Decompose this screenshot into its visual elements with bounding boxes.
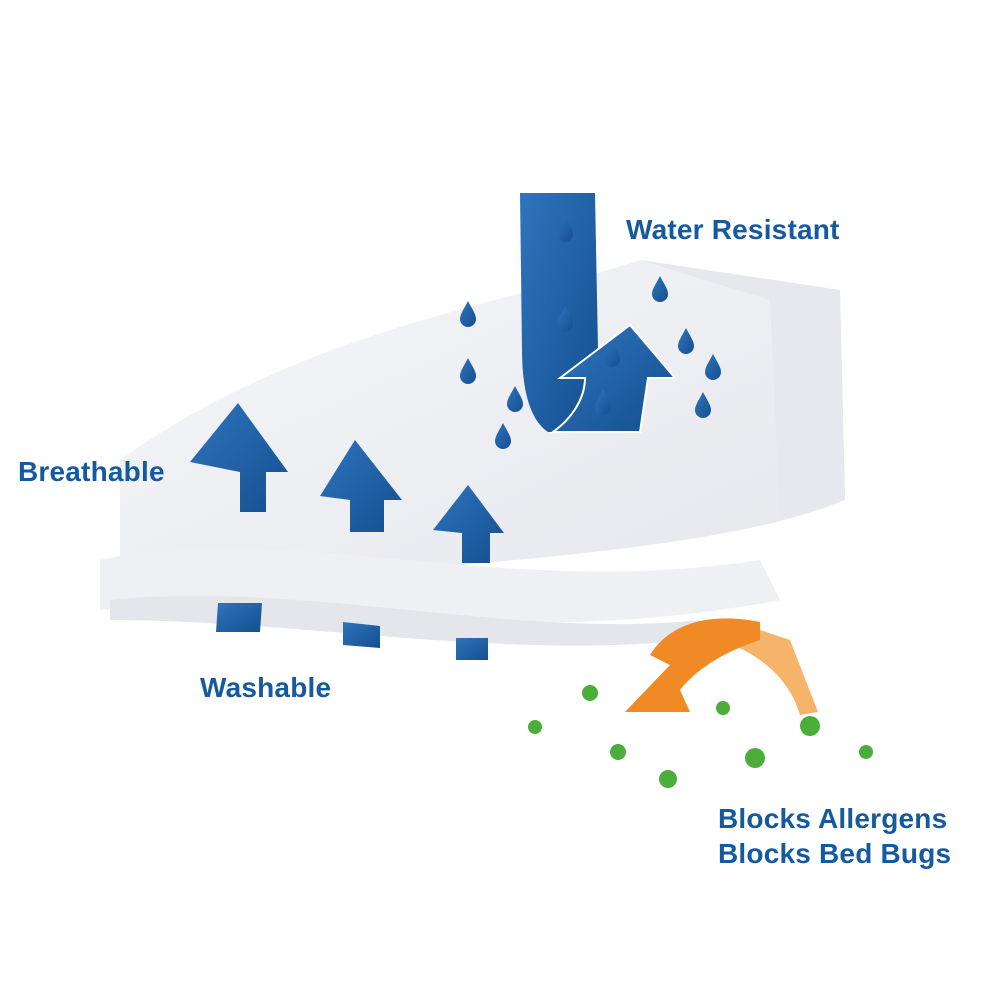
washable-label: Washable <box>200 672 332 703</box>
blocks-bed-bugs-label: Blocks Bed Bugs <box>718 838 952 869</box>
breathable-label: Breathable <box>18 456 165 487</box>
blocks-allergens-label: Blocks Allergens <box>718 803 948 834</box>
up-arrow-icon <box>549 323 678 433</box>
curved-arrow-icon <box>625 618 818 715</box>
breathable-arrows <box>190 403 504 563</box>
mattress-layers <box>100 260 845 646</box>
water-resistant-label: Water Resistant <box>626 214 840 245</box>
allergen-particle-icon <box>528 685 873 788</box>
washable-arrows <box>216 603 488 660</box>
